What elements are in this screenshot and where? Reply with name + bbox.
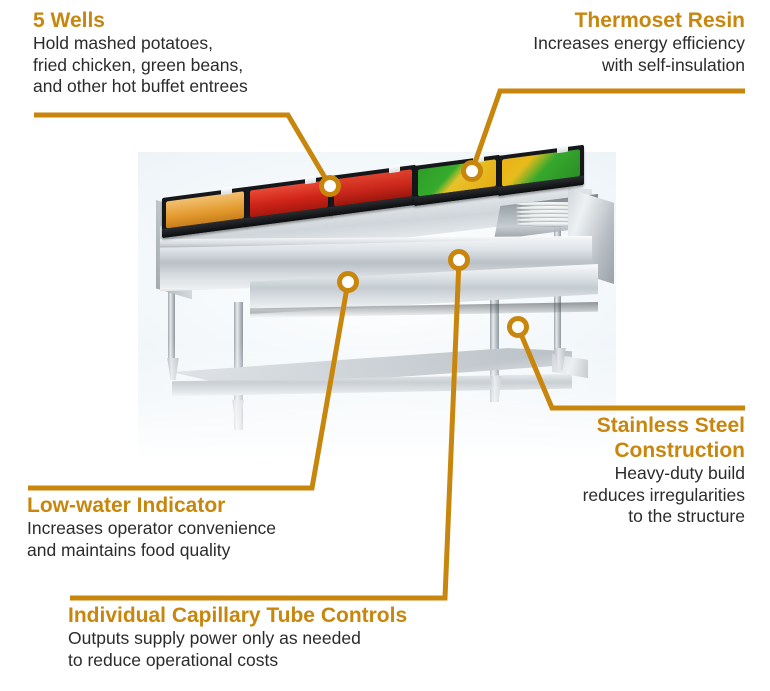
power-light [260,410,276,418]
leg-foot-rear-left [167,358,179,380]
food-well [162,186,248,238]
callout-stainless-steel-construction: Stainless Steel Construction Heavy-duty … [545,413,745,528]
leg-front-right [490,272,499,402]
callout-low-water-indicator: Low-water Indicator Increases operator c… [27,493,367,561]
food-well [414,154,500,206]
callout-title: Stainless Steel Construction [596,414,745,462]
callout-body: Heavy-duty build reduces irregularities … [582,463,745,526]
callout-capillary-tube-controls: Individual Capillary Tube Controls Outpu… [68,603,468,671]
callout-title: Thermoset Resin [574,9,745,32]
food-well [246,175,332,227]
low-water-indicator-light[interactable] [384,404,408,415]
callout-body: Outputs supply power only as needed to r… [68,628,361,670]
callout-five-wells: 5 Wells Hold mashed potatoes, fried chic… [33,8,363,98]
callout-body: Increases energy efficiency with self-in… [533,33,745,75]
leg-foot-front-right [490,376,502,402]
leg-foot-front-left [232,400,244,426]
callout-thermoset-resin: Thermoset Resin Increases energy efficie… [425,8,745,76]
deck-lip [160,236,592,248]
food-well [330,164,416,216]
temperature-knob[interactable] [280,406,295,417]
food-well-row [162,144,584,238]
callout-title: 5 Wells [33,9,105,32]
callout-body: Increases operator convenience and maint… [27,518,277,560]
callout-title: Individual Capillary Tube Controls [68,604,408,627]
callout-title: Low-water Indicator [27,494,226,517]
callout-body: Hold mashed potatoes, fried chicken, gre… [33,33,248,96]
plate-stack [516,202,586,226]
temperature-knob[interactable] [354,398,369,409]
temperature-knob[interactable] [428,390,443,401]
